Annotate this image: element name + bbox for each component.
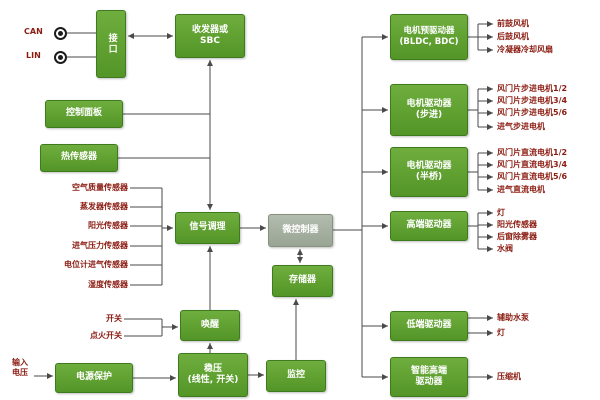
can-label: CAN	[24, 27, 43, 36]
box-transceiver-sbc: 收发器或 SBC	[175, 14, 245, 58]
sensor-label-evaporator: 蒸发器传感器	[80, 202, 128, 211]
box-memory-label: 存储器	[288, 275, 316, 286]
switch-label: 开关	[106, 314, 122, 323]
box-low-side-driver: 低端驱动器	[390, 311, 468, 341]
box-smart-high-side-driver: 智能高端 驱动器	[390, 357, 468, 397]
box-motor-predriver-label: 电机预驱动器 (BLDC, BDC)	[399, 26, 459, 47]
box-motor-driver-half-bridge-label: 电机驱动器 (半桥)	[406, 160, 452, 182]
box-power-protection-label: 电源保护	[75, 372, 112, 383]
lin-label: LIN	[26, 51, 41, 60]
box-wakeup: 唤醒	[180, 310, 240, 341]
box-motor-predriver: 电机预驱动器 (BLDC, BDC)	[390, 14, 468, 60]
box-thermal-sensor-label: 热传感器	[60, 152, 97, 163]
box-high-side-driver: 高端驱动器	[390, 211, 468, 241]
output-intake-dc-motor: 进气直流电机	[497, 185, 545, 194]
output-stepper-motor-3-4: 风门片步进电机3/4	[497, 96, 568, 105]
output-front-blower: 前鼓风机	[497, 19, 529, 28]
box-wakeup-label: 唤醒	[200, 319, 219, 330]
output-sunlight-sensor: 阳光传感器	[497, 220, 537, 229]
lin-connector-icon	[54, 51, 67, 64]
box-motor-driver-stepper: 电机驱动器 (步进)	[390, 84, 468, 136]
sensor-label-air-quality: 空气质量传感器	[72, 183, 128, 192]
box-memory: 存储器	[272, 265, 333, 297]
box-monitor-label: 监控	[286, 370, 305, 381]
box-control-panel-label: 控制面板	[65, 108, 102, 119]
box-regulator-label: 稳压 (线性, 开关)	[187, 363, 239, 385]
output-dc-motor-3-4: 风门片直流电机3/4	[497, 160, 568, 169]
box-microcontroller: 微控制器	[268, 214, 333, 247]
sensor-label-intake-pressure: 进气压力传感器	[72, 241, 128, 250]
box-regulator: 稳压 (线性, 开关)	[178, 353, 248, 397]
box-transceiver-sbc-label: 收发器或 SBC	[191, 24, 228, 46]
output-dc-motor-5-6: 风门片直流电机5/6	[497, 172, 568, 181]
output-compressor: 压缩机	[497, 372, 521, 381]
box-interface: 接口	[96, 10, 126, 78]
box-thermal-sensor: 热传感器	[40, 144, 118, 172]
output-water-valve: 水阀	[497, 244, 513, 253]
sensor-label-sunlight: 阳光传感器	[88, 221, 128, 230]
output-lamp-low-side: 灯	[497, 328, 505, 337]
output-rear-defogger: 后窗除雾器	[497, 232, 537, 241]
box-signal-conditioning: 信号调理	[175, 212, 240, 244]
output-condenser-fan: 冷凝器冷却风扇	[497, 45, 553, 54]
box-smart-high-side-driver-label: 智能高端 驱动器	[410, 365, 447, 387]
can-connector-icon	[54, 27, 67, 40]
output-rear-blower: 后鼓风机	[497, 32, 529, 41]
sensor-label-humidity: 湿度传感器	[88, 280, 128, 289]
box-high-side-driver-label: 高端驱动器	[406, 220, 452, 231]
box-microcontroller-label: 微控制器	[282, 224, 319, 235]
input-voltage-label: 输入 电压	[12, 358, 28, 377]
box-motor-driver-stepper-label: 电机驱动器 (步进)	[406, 98, 452, 120]
box-interface-label: 接口	[106, 33, 117, 55]
output-lamp-high-side: 灯	[497, 208, 505, 217]
output-dc-motor-1-2: 风门片直流电机1/2	[497, 148, 568, 157]
box-motor-driver-half-bridge: 电机驱动器 (半桥)	[390, 147, 468, 197]
sensor-label-potentiometer-intake: 电位计进气传感器	[64, 260, 128, 269]
output-aux-water-pump: 辅助水泵	[497, 313, 529, 322]
output-intake-stepper-motor: 进气步进电机	[497, 122, 545, 131]
box-control-panel: 控制面板	[45, 100, 123, 128]
output-stepper-motor-5-6: 风门片步进电机5/6	[497, 108, 568, 117]
box-low-side-driver-label: 低端驱动器	[406, 320, 452, 331]
output-stepper-motor-1-2: 风门片步进电机1/2	[497, 84, 568, 93]
box-signal-conditioning-label: 信号调理	[189, 222, 226, 233]
box-monitor: 监控	[266, 360, 326, 392]
box-power-protection: 电源保护	[55, 363, 133, 393]
ignition-switch-label: 点火开关	[90, 331, 122, 340]
